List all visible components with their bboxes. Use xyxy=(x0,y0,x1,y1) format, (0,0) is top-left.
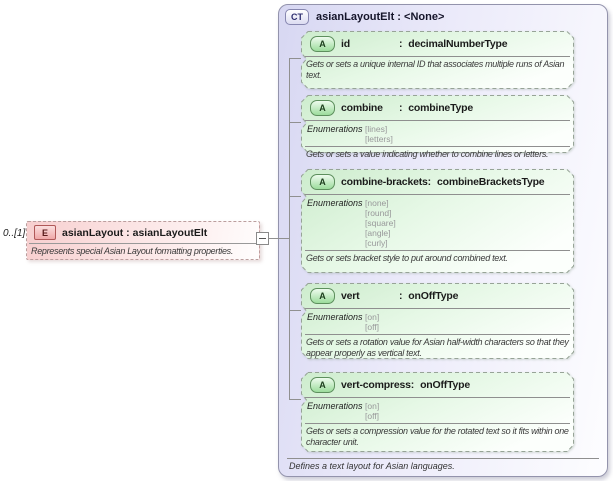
attribute-header: A combine-brackets: combineBracketsType xyxy=(301,169,574,194)
enumeration-value: [square] xyxy=(365,218,396,228)
attribute-header: A vert-compress: onOffType xyxy=(301,372,574,397)
enumerations-label: Enumerations xyxy=(307,401,363,411)
enumeration-value: [angle] xyxy=(365,228,391,238)
attribute-divider xyxy=(305,397,570,398)
attribute-divider xyxy=(305,308,570,309)
attribute-box-id[interactable]: A id: decimalNumberType Gets or sets a un… xyxy=(301,31,574,89)
attribute-name: combine xyxy=(341,101,383,114)
enumerations-label: Enumerations xyxy=(307,124,363,134)
attribute-title: id: decimalNumberType xyxy=(341,37,508,50)
connector-branch-id xyxy=(289,58,301,59)
attribute-icon: A xyxy=(310,287,335,304)
attribute-icon: A xyxy=(310,99,335,116)
connector-element-line xyxy=(269,238,290,239)
attribute-box-combine[interactable]: A combine: combineType Enumerations [line… xyxy=(301,95,574,159)
enumeration-value: [curly] xyxy=(365,238,388,248)
cardinality-label: 0..[1] xyxy=(3,228,26,239)
complextype-icon: CT xyxy=(285,9,309,25)
attribute-header: A vert: onOffType xyxy=(301,283,574,308)
attribute-shape xyxy=(301,169,574,273)
enumeration-values: [on] [off] xyxy=(365,312,379,332)
enumeration-value: [off] xyxy=(365,322,380,332)
attribute-shape xyxy=(301,95,574,153)
connector-trunk-line xyxy=(289,58,290,400)
attribute-separator: : xyxy=(399,101,403,114)
enumeration-value: [lines] xyxy=(365,124,388,134)
enumerations-section: Enumerations [on] [off] xyxy=(301,398,574,423)
attribute-divider xyxy=(305,423,570,424)
attribute-name: vert xyxy=(341,289,360,302)
attribute-type: decimalNumberType xyxy=(408,37,508,50)
connector-branch-combine-brackets xyxy=(289,196,301,197)
attribute-box-combine-brackets[interactable]: A combine-brackets: combineBracketsType E… xyxy=(301,169,574,273)
attribute-divider xyxy=(305,146,570,147)
minus-icon xyxy=(259,238,266,239)
attribute-name: combine-brackets xyxy=(341,175,428,188)
enumerations-label: Enumerations xyxy=(307,198,363,208)
attribute-icon: A xyxy=(310,376,335,393)
connector-branch-vert-compress xyxy=(289,399,301,400)
attribute-name: id xyxy=(341,37,350,50)
enumeration-value: [on] xyxy=(365,401,380,411)
attribute-description: Gets or sets a rotation value for Asian … xyxy=(306,337,569,358)
attribute-title: vert-compress: onOffType xyxy=(341,379,470,391)
connector-branch-vert xyxy=(289,310,301,311)
enumeration-values: [lines] [letters] xyxy=(365,124,393,144)
enumeration-value: [letters] xyxy=(365,134,393,144)
attribute-description: Gets or sets a compression value for the… xyxy=(306,426,569,447)
enumeration-value: [off] xyxy=(365,411,380,421)
complextype-header: CT asianLayoutElt : <None> xyxy=(285,8,444,26)
attribute-box-vert[interactable]: A vert: onOffType Enumerations [on] [off]… xyxy=(301,283,574,359)
attribute-shape xyxy=(301,372,574,452)
attribute-divider xyxy=(305,194,570,195)
attribute-box-vert-compress[interactable]: A vert-compress: onOffType Enumerations [… xyxy=(301,372,574,452)
complextype-box[interactable]: CT asianLayoutElt : <None> A id: decimalN… xyxy=(278,4,608,477)
element-header: E asianLayout : asianLayoutElt xyxy=(27,222,259,243)
attribute-divider xyxy=(305,334,570,335)
element-description: Represents special Asian Layout formatti… xyxy=(31,246,234,256)
attribute-divider xyxy=(305,250,570,251)
attribute-separator: : xyxy=(427,175,432,188)
attribute-type: onOffType xyxy=(408,289,459,302)
attribute-title: combine: combineType xyxy=(341,102,473,114)
enumeration-values: [none] [round] [square] [angle] [curly] xyxy=(365,198,396,248)
enumerations-section: Enumerations [on] [off] xyxy=(301,309,574,334)
attribute-divider xyxy=(305,56,570,57)
attribute-title: vert: onOffType xyxy=(341,290,458,302)
collapse-toggle[interactable] xyxy=(256,232,269,245)
element-divider xyxy=(29,243,257,244)
attribute-title: combine-brackets: combineBracketsType xyxy=(341,175,545,188)
connector-branch-combine xyxy=(289,122,301,123)
attribute-separator: : xyxy=(399,37,403,50)
attribute-header: A combine: combineType xyxy=(301,95,574,120)
attribute-separator: : xyxy=(399,289,403,302)
attribute-name: vert-compress xyxy=(341,378,411,391)
enumeration-value: [none] xyxy=(365,198,389,208)
attribute-icon: A xyxy=(310,35,335,52)
enumeration-value: [on] xyxy=(365,312,380,322)
enumeration-value: [round] xyxy=(365,208,392,218)
footer-divider xyxy=(287,458,599,459)
attribute-icon: A xyxy=(310,173,335,190)
attribute-shape xyxy=(301,31,574,89)
attribute-description: Gets or sets a value indicating whether … xyxy=(306,149,549,159)
attribute-type: combineBracketsType xyxy=(436,175,545,188)
attribute-type: onOffType xyxy=(420,378,470,391)
enumeration-values: [on] [off] xyxy=(365,401,379,421)
attribute-divider xyxy=(305,120,570,121)
element-title: asianLayout : asianLayoutElt xyxy=(62,226,208,239)
attribute-shape xyxy=(301,283,574,359)
enumerations-label: Enumerations xyxy=(307,312,363,322)
complextype-footer: Defines a text layout for Asian language… xyxy=(289,461,455,471)
enumerations-section: Enumerations [none] [round] [square] [an… xyxy=(301,195,574,250)
element-box[interactable]: E asianLayout : asianLayoutElt Represent… xyxy=(26,221,260,260)
attribute-separator: : xyxy=(410,378,415,391)
enumerations-section: Enumerations [lines] [letters] xyxy=(301,121,574,146)
attribute-type: combineType xyxy=(408,101,473,114)
complextype-title: asianLayoutElt : <None> xyxy=(316,11,445,23)
attribute-header: A id: decimalNumberType xyxy=(301,31,574,56)
attribute-description: Gets or sets a unique internal ID that a… xyxy=(306,59,565,80)
element-icon: E xyxy=(34,225,56,240)
attribute-description: Gets or sets bracket style to put around… xyxy=(306,253,508,263)
